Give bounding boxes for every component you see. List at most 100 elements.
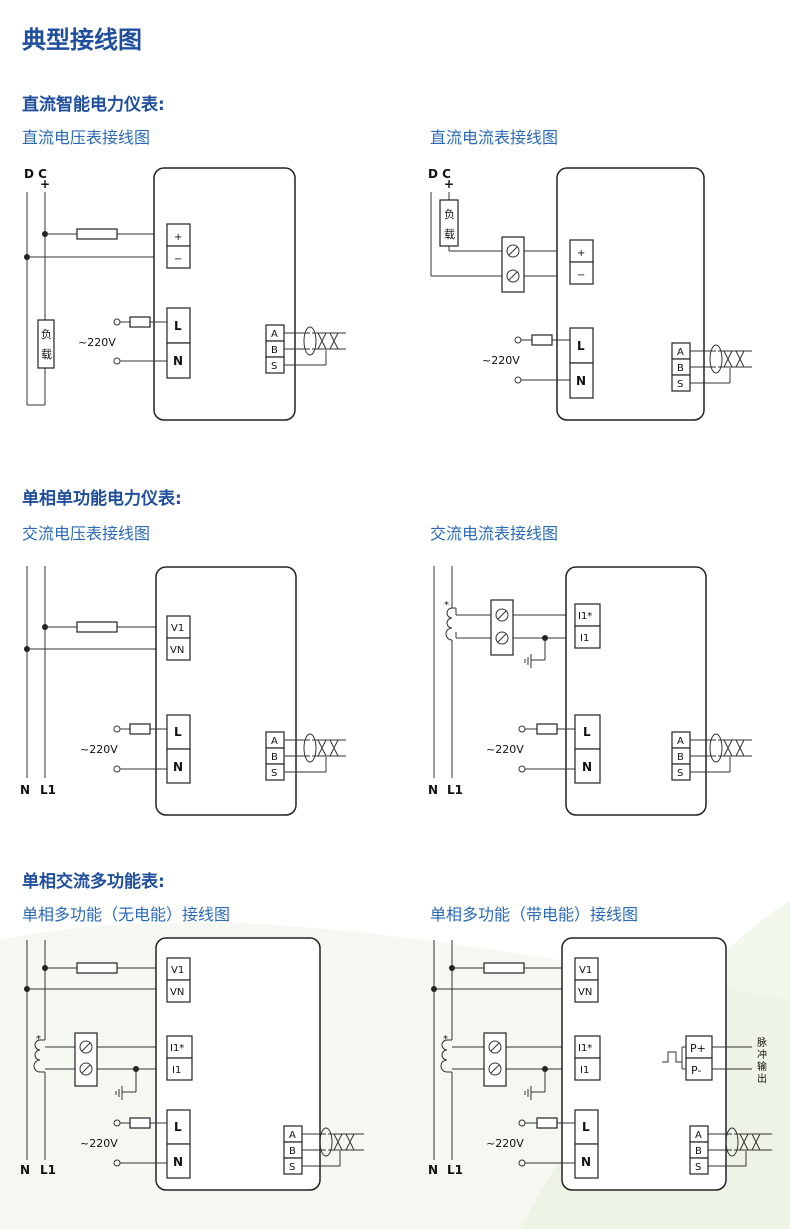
terminal-N-2: N bbox=[576, 374, 586, 388]
voltage-220-2: ~220V bbox=[482, 354, 520, 367]
line-L1-5: L1 bbox=[40, 1163, 56, 1177]
ct-star-6: * bbox=[443, 1034, 448, 1045]
terminal-B-6: B bbox=[695, 1146, 702, 1157]
terminal-A-6: A bbox=[695, 1130, 702, 1141]
subtitle-ac-current: 交流电流表接线图 bbox=[430, 524, 559, 543]
terminal-V1-6: V1 bbox=[579, 965, 592, 976]
subtitle-multi-energy: 单相多功能（带电能）接线图 bbox=[430, 905, 639, 924]
terminal-L-6: L bbox=[582, 1120, 590, 1134]
terminal-Pminus: P- bbox=[691, 1064, 701, 1077]
terminal-S-4: S bbox=[677, 768, 683, 779]
terminal-V1: V1 bbox=[171, 623, 184, 634]
diagram-multi-no-energy: * N L1 V1 VN I1* I1 ~220V bbox=[20, 937, 364, 1191]
terminal-L: L bbox=[174, 319, 182, 333]
terminal-minus-2: − bbox=[577, 270, 585, 281]
plus-sign: + bbox=[40, 177, 50, 191]
terminal-I1-6: I1 bbox=[580, 1065, 589, 1076]
terminal-N: N bbox=[173, 354, 183, 368]
subtitle-dc-voltage: 直流电压表接线图 bbox=[22, 128, 151, 147]
terminal-N-3: N bbox=[173, 760, 183, 774]
pulse-char-2: 冲 bbox=[757, 1048, 767, 1061]
terminal-A: A bbox=[271, 329, 278, 340]
terminal-B-3: B bbox=[271, 752, 278, 763]
ct-star: * bbox=[444, 600, 449, 611]
diagram-ac-current: * I1* I1 ~220V L N N L1 bbox=[428, 566, 752, 816]
terminal-I1star-6: I1* bbox=[578, 1043, 592, 1054]
terminal-N-4: N bbox=[582, 760, 592, 774]
meter-frame-4 bbox=[565, 566, 707, 816]
load-char-2b: 载 bbox=[444, 228, 455, 241]
terminal-B-2: B bbox=[677, 363, 684, 374]
pulse-icon bbox=[662, 1051, 682, 1063]
load-box bbox=[37, 319, 55, 369]
voltage-220-5: ~220V bbox=[80, 1137, 118, 1150]
meter-frame-5 bbox=[155, 937, 321, 1191]
load-char-1: 负 bbox=[41, 327, 52, 341]
line-L1-6: L1 bbox=[447, 1163, 463, 1177]
terminal-S-5: S bbox=[289, 1162, 295, 1173]
meter-frame-6 bbox=[561, 937, 727, 1191]
ct-coil bbox=[445, 607, 453, 641]
terminal-N-5: N bbox=[173, 1155, 183, 1169]
meter-frame-2 bbox=[556, 167, 705, 421]
terminal-A-5: A bbox=[289, 1130, 296, 1141]
line-N-6: N bbox=[428, 1163, 438, 1177]
terminal-A-3: A bbox=[271, 736, 278, 747]
terminal-B: B bbox=[271, 345, 278, 356]
terminal-plus-2: + bbox=[577, 248, 585, 259]
fuse bbox=[76, 228, 118, 240]
terminal-VN: VN bbox=[170, 645, 184, 656]
terminal-B-4: B bbox=[677, 752, 684, 763]
line-N: N bbox=[20, 783, 30, 797]
line-L1-4: L1 bbox=[447, 783, 463, 797]
voltage-220-4: ~220V bbox=[486, 743, 524, 756]
terminal-Pplus: P+ bbox=[690, 1042, 706, 1055]
terminal-I1: I1 bbox=[580, 633, 589, 644]
terminal-L-2: L bbox=[577, 339, 585, 353]
dc-label-2: D C bbox=[428, 167, 451, 181]
load-char-1b: 负 bbox=[444, 207, 455, 221]
terminal-minus: − bbox=[174, 254, 182, 265]
diagram-dc-voltage: D C + 负 载 + − ~220V L N A B S bbox=[24, 167, 346, 421]
line-N-4: N bbox=[428, 783, 438, 797]
terminal-L-4: L bbox=[583, 725, 591, 739]
meter-frame bbox=[153, 167, 296, 421]
diagram-dc-current: D C + 负 载 + − ~220V L N A B S bbox=[428, 167, 752, 421]
voltage-220-3: ~220V bbox=[80, 743, 118, 756]
pulse-char-4: 出 bbox=[757, 1072, 767, 1085]
voltage-220-6: ~220V bbox=[486, 1137, 524, 1150]
subtitle-ac-voltage: 交流电压表接线图 bbox=[22, 524, 151, 543]
terminal-S-3: S bbox=[271, 768, 277, 779]
terminal-S-2: S bbox=[677, 379, 683, 390]
terminal-VN-5: VN bbox=[170, 987, 184, 998]
terminal-I1-5: I1 bbox=[172, 1065, 181, 1076]
section-title-multi: 单相交流多功能表: bbox=[22, 872, 165, 892]
terminal-L-3: L bbox=[174, 725, 182, 739]
section-title-dc: 直流智能电力仪表: bbox=[22, 95, 165, 115]
terminal-VN-6: VN bbox=[578, 987, 592, 998]
ct-star-5: * bbox=[36, 1034, 41, 1045]
plus-sign-2: + bbox=[444, 177, 454, 191]
pulse-char-1: 脉 bbox=[757, 1036, 767, 1049]
line-N-5: N bbox=[20, 1163, 30, 1177]
terminal-L-5: L bbox=[174, 1120, 182, 1134]
line-L1: L1 bbox=[40, 783, 56, 797]
terminal-I1star-5: I1* bbox=[170, 1043, 184, 1054]
load-char-2: 载 bbox=[41, 348, 52, 361]
diagram-multi-energy: * N L1 V1 VN I1* I1 P+ P- bbox=[428, 937, 772, 1191]
pulse-char-3: 输 bbox=[757, 1060, 767, 1073]
terminal-I1star: I1* bbox=[578, 611, 592, 622]
dc-label: D C bbox=[24, 167, 47, 181]
terminal-S-6: S bbox=[695, 1162, 701, 1173]
terminal-S: S bbox=[271, 361, 277, 372]
subtitle-multi-no-energy: 单相多功能（无电能）接线图 bbox=[22, 905, 231, 924]
voltage-220: ~220V bbox=[78, 336, 116, 349]
subtitle-dc-current: 直流电流表接线图 bbox=[430, 128, 559, 147]
terminal-N-6: N bbox=[581, 1155, 591, 1169]
terminal-B-5: B bbox=[289, 1146, 296, 1157]
terminal-V1-5: V1 bbox=[171, 965, 184, 976]
meter-frame-3 bbox=[155, 566, 297, 816]
terminal-plus: + bbox=[174, 232, 182, 243]
page-title: 典型接线图 bbox=[22, 26, 142, 54]
